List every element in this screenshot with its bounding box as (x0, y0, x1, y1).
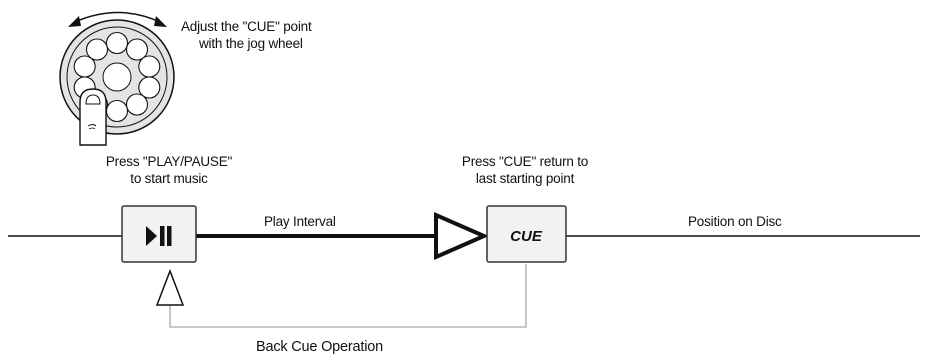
cue-button[interactable]: CUE (486, 205, 567, 263)
jog-instruction-line2: with the jog wheel (199, 36, 303, 51)
arrow-right-icon (434, 211, 489, 261)
arrow-up-icon (155, 268, 185, 306)
play-pause-icon (146, 226, 172, 246)
jog-wheel-bump (138, 76, 161, 99)
cue-instruction-line2: last starting point (475, 171, 575, 186)
rotation-arrow-icon (68, 11, 167, 27)
jog-wheel-bump (125, 93, 149, 116)
jog-instruction-line1: Adjust the "CUE" point (181, 19, 312, 34)
jog-wheel-bump (73, 55, 96, 78)
jog-wheel-bump (138, 55, 161, 78)
jog-wheel-bump (105, 31, 129, 55)
cue-instruction: Press "CUE" return to last starting poin… (425, 153, 625, 187)
finger-icon (79, 88, 107, 146)
play-instruction: Press "PLAY/PAUSE" to start music (74, 153, 264, 187)
cue-instruction-line1: Press "CUE" return to (461, 154, 589, 169)
jog-wheel-icon (59, 19, 175, 135)
jog-wheel-bump (125, 38, 149, 61)
jog-wheel-bump (105, 99, 129, 123)
back-cue-loop-line (169, 264, 527, 328)
jog-wheel-bump (85, 38, 109, 61)
play-instruction-line1: Press "PLAY/PAUSE" (105, 154, 233, 169)
jog-instruction: Adjust the "CUE" point with the jog whee… (181, 18, 312, 52)
position-on-disc-label: Position on Disc (688, 214, 782, 229)
play-interval-label: Play Interval (264, 214, 336, 229)
play-instruction-line2: to start music (130, 171, 208, 186)
play-pause-button[interactable] (121, 205, 197, 263)
back-cue-operation-label: Back Cue Operation (256, 339, 383, 355)
cue-button-label: CUE (510, 228, 543, 245)
